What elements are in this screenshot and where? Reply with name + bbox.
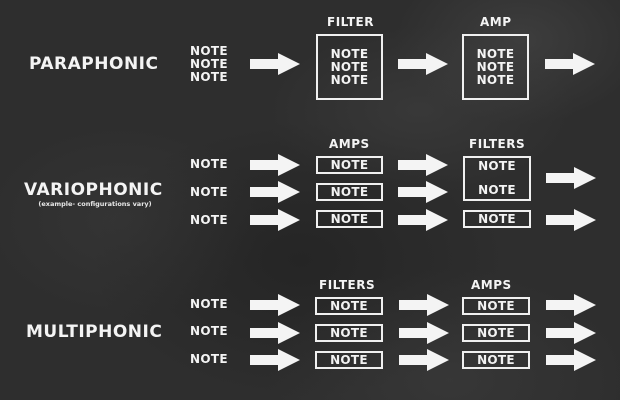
arrow-right-icon bbox=[250, 154, 300, 176]
arrow-right-icon bbox=[250, 294, 300, 316]
input-note: NOTE bbox=[190, 213, 228, 227]
input-note: NOTE bbox=[190, 297, 228, 311]
input-note: NOTE bbox=[190, 157, 228, 171]
filter-note-box: NOTE bbox=[315, 297, 383, 315]
input-note: NOTE bbox=[190, 70, 228, 84]
arrow-right-icon bbox=[398, 181, 448, 203]
amps-label: AMPS bbox=[471, 278, 512, 292]
input-note: NOTE bbox=[190, 324, 228, 338]
box-note: NOTE bbox=[330, 72, 369, 87]
filter-note-box: NOTE bbox=[463, 210, 531, 228]
input-note: NOTE bbox=[190, 57, 228, 71]
box-note: NOTE bbox=[476, 59, 515, 74]
box-note: NOTE bbox=[476, 46, 515, 61]
box-note: NOTE bbox=[330, 59, 369, 74]
arrow-right-icon bbox=[546, 349, 596, 371]
arrow-right-icon bbox=[546, 209, 596, 231]
filter-label: FILTER bbox=[327, 15, 374, 29]
arrow-right-icon bbox=[399, 294, 449, 316]
amp-label: AMP bbox=[480, 15, 512, 29]
paraphonic-inputs: NOTE NOTE NOTE bbox=[190, 45, 228, 84]
amp-note-box: NOTE bbox=[316, 156, 383, 174]
input-note: NOTE bbox=[190, 44, 228, 58]
variophonic-subtitle: (example- configurations vary) bbox=[38, 200, 152, 208]
amp-box: NOTE NOTE NOTE bbox=[462, 34, 529, 100]
amp-note-box: NOTE bbox=[462, 324, 530, 342]
input-note: NOTE bbox=[190, 185, 228, 199]
filter-note-box: NOTE bbox=[315, 351, 383, 369]
variophonic-title: VARIOPHONIC bbox=[24, 180, 163, 200]
filter-note-box: NOTE bbox=[315, 324, 383, 342]
arrow-right-icon bbox=[545, 53, 595, 75]
arrow-right-icon bbox=[398, 154, 448, 176]
box-note: NOTE bbox=[476, 72, 515, 87]
arrow-right-icon bbox=[546, 294, 596, 316]
arrow-right-icon bbox=[546, 322, 596, 344]
box-note: NOTE bbox=[478, 159, 516, 173]
amp-note-box: NOTE bbox=[316, 183, 383, 201]
multiphonic-title: MULTIPHONIC bbox=[26, 322, 163, 342]
arrow-right-icon bbox=[399, 322, 449, 344]
arrow-right-icon bbox=[250, 181, 300, 203]
arrow-right-icon bbox=[398, 209, 448, 231]
filters-label: FILTERS bbox=[319, 278, 376, 292]
arrow-right-icon bbox=[399, 349, 449, 371]
input-note: NOTE bbox=[190, 352, 228, 366]
box-note: NOTE bbox=[478, 183, 516, 197]
box-note: NOTE bbox=[330, 46, 369, 61]
arrow-right-icon bbox=[398, 53, 448, 75]
amp-note-box: NOTE bbox=[462, 351, 530, 369]
arrow-right-icon bbox=[250, 209, 300, 231]
arrow-right-icon bbox=[250, 53, 300, 75]
grouped-filter-box: NOTE NOTE bbox=[463, 156, 531, 201]
paraphonic-title: PARAPHONIC bbox=[29, 54, 159, 74]
amp-note-box: NOTE bbox=[462, 297, 530, 315]
amp-note-box: NOTE bbox=[316, 210, 383, 228]
arrow-right-icon bbox=[250, 322, 300, 344]
filter-box: NOTE NOTE NOTE bbox=[316, 34, 383, 100]
filters-label: FILTERS bbox=[469, 137, 526, 151]
arrow-right-icon bbox=[546, 167, 596, 189]
amps-label: AMPS bbox=[329, 137, 370, 151]
arrow-right-icon bbox=[250, 349, 300, 371]
